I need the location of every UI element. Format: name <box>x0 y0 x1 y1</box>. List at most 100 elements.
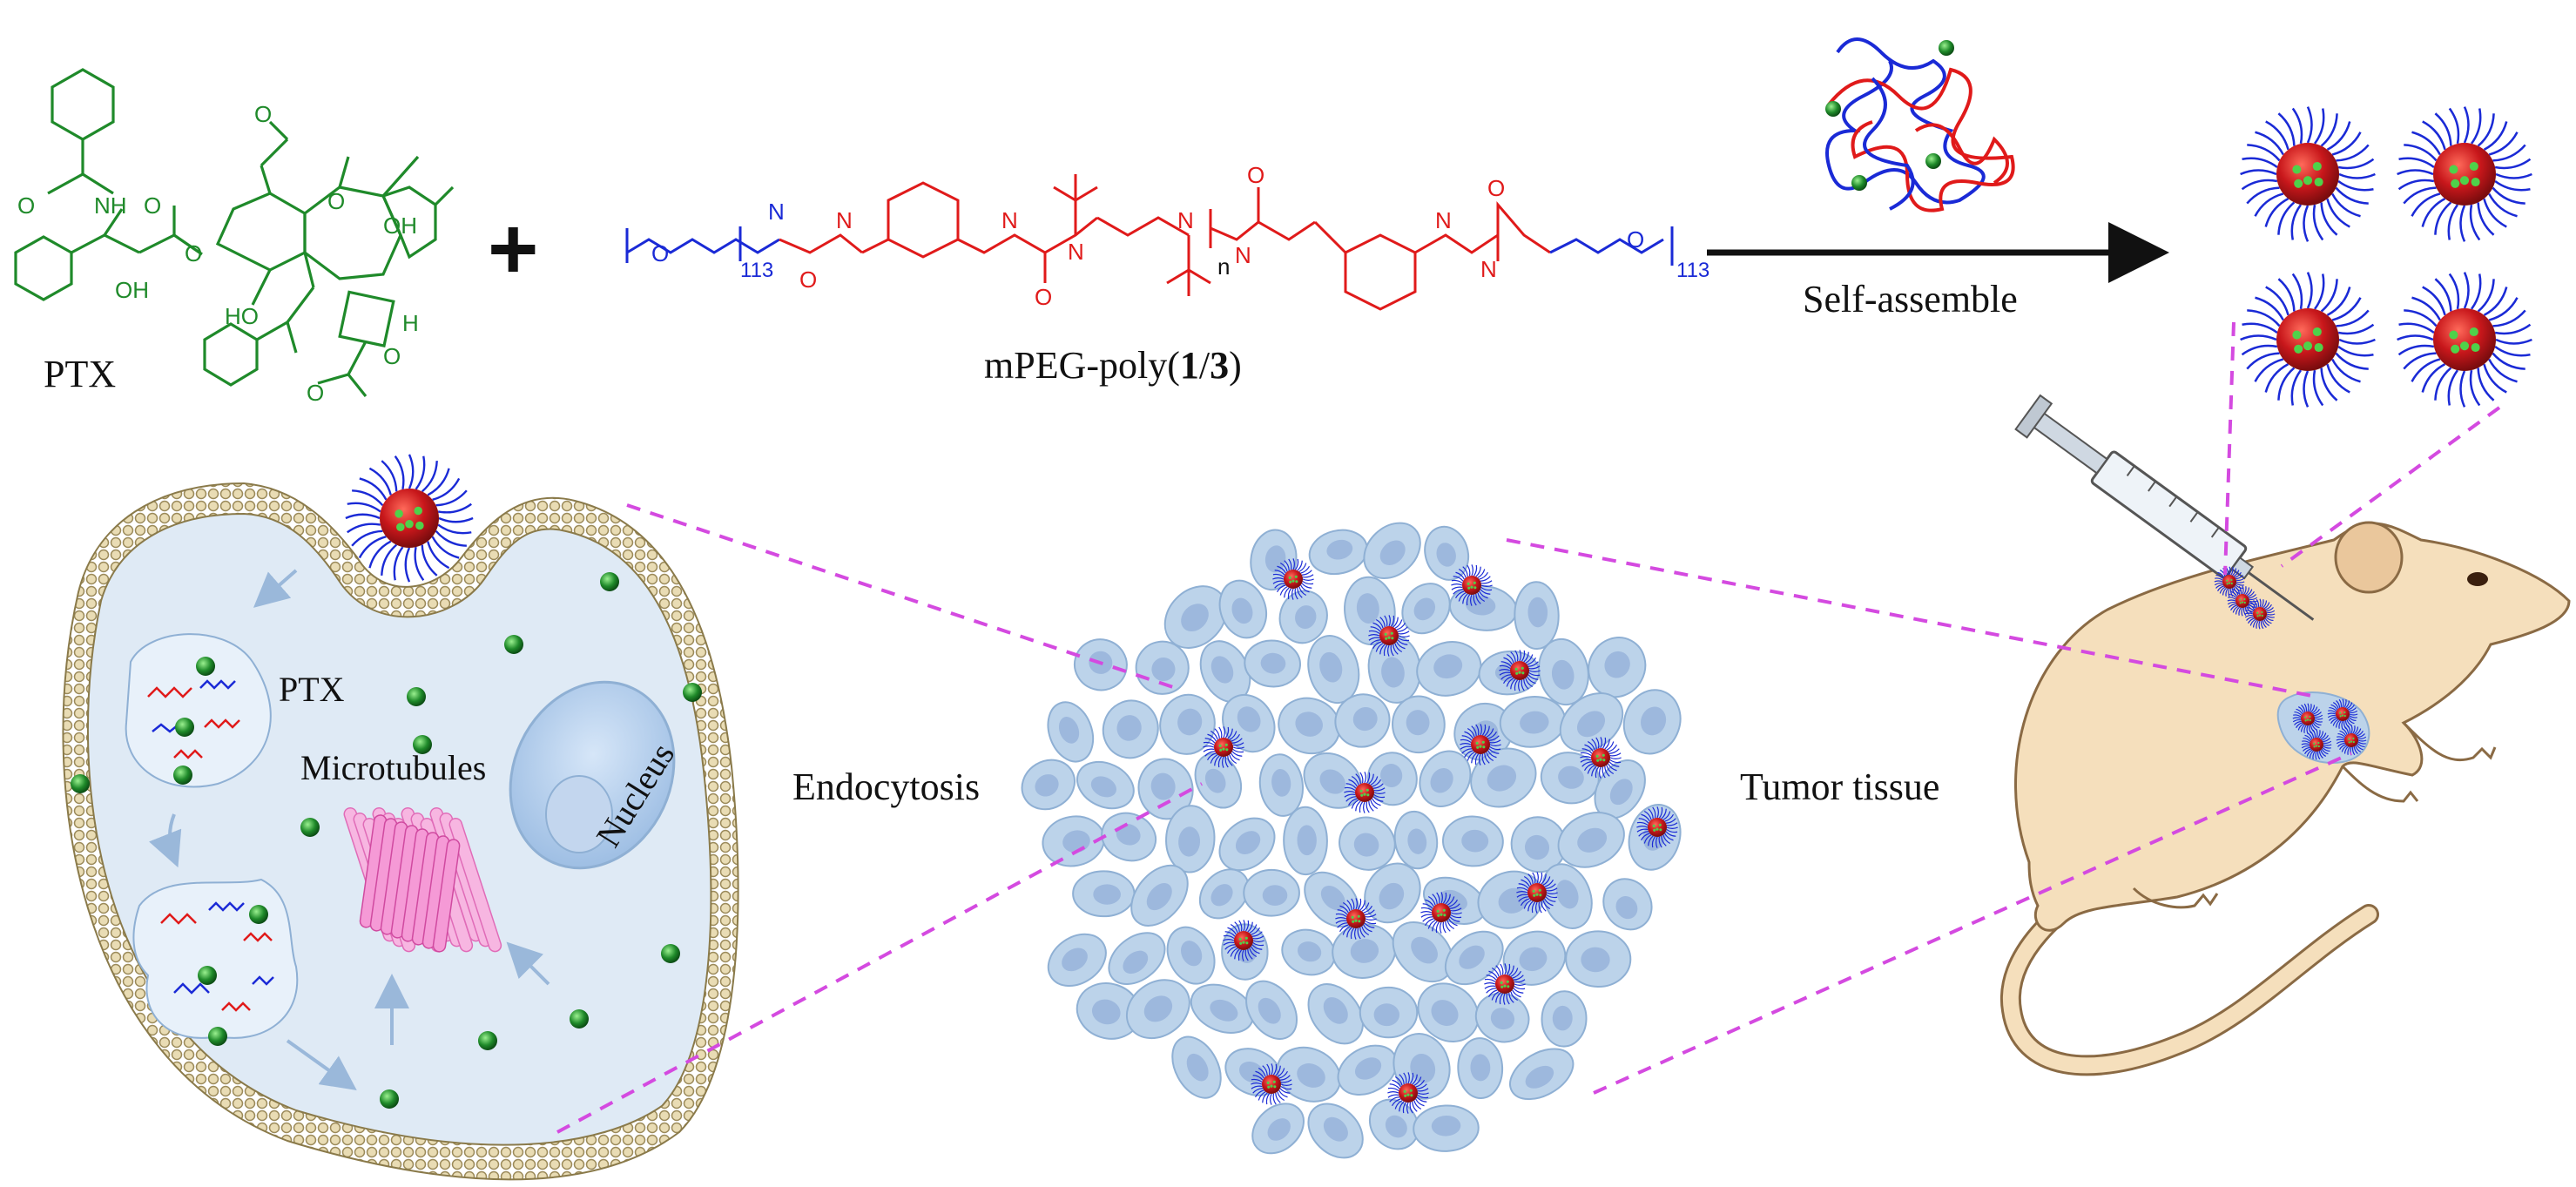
peg-repeat-left: 113 <box>740 259 773 282</box>
cell-pathway-arrows <box>149 569 550 1090</box>
polymer-label-3: 3 <box>1210 344 1230 387</box>
atom-o-bottom: O <box>307 380 324 406</box>
micelle-icon <box>1387 1072 1429 1114</box>
micelle-icon <box>1451 564 1493 606</box>
ptx-bead-icon <box>1925 153 1941 169</box>
ptx-bead-icon <box>600 572 619 591</box>
ptx-bead-icon <box>175 718 194 737</box>
micelle-icon <box>2240 272 2376 408</box>
mouse-ear <box>2334 521 2404 594</box>
polymer-atom-labels: O 113 N O N N O N N n O N N O N O 113 <box>651 162 1709 310</box>
plus-sign: + <box>488 200 538 298</box>
ptx-bead-icon <box>173 765 192 785</box>
poly-repeat-n: n <box>1217 253 1230 280</box>
ptx-bead-icon <box>504 635 523 654</box>
atom-n-6: N <box>1235 242 1251 268</box>
mouse-hind-paw <box>2132 887 2219 909</box>
micelle-icon <box>1460 724 1501 765</box>
ptx-bead-icon <box>1851 175 1867 191</box>
endosome-polymer-chains <box>147 679 274 1012</box>
cell <box>62 482 739 1181</box>
ptx-structure <box>14 68 455 397</box>
atom-o-urea-2: O <box>1035 284 1052 310</box>
ptx-bead-icon <box>196 657 215 676</box>
atom-o-urea-1: O <box>799 266 817 293</box>
micelle-icon <box>1580 737 1622 779</box>
polymer-structure <box>625 174 1674 311</box>
syringe-icon <box>2014 394 2315 621</box>
ptx-bead-icon <box>413 735 432 754</box>
atom-oh-core: OH <box>383 212 417 239</box>
nucleus-icon <box>509 680 676 870</box>
polymer-label-1: 1 <box>1179 344 1199 387</box>
ptx-bead-icon <box>407 687 426 706</box>
micelle-icon <box>1335 898 1377 940</box>
self-assemble-label: Self-assemble <box>1803 278 2018 320</box>
atom-n-8: N <box>1480 256 1497 282</box>
atom-o-acetyl: O <box>254 101 272 127</box>
atom-o-ketone: O <box>327 188 345 214</box>
micelle-icon <box>1272 558 1314 600</box>
polymer-label-slash: / <box>1198 344 1210 387</box>
atom-o-benzoyl: O <box>17 192 35 219</box>
micelle-icon <box>1420 892 1462 934</box>
micelle-icon <box>1636 806 1678 848</box>
micelle-icon <box>1516 872 1558 914</box>
cell-ptx-label: PTX <box>279 670 345 709</box>
micelle-icon <box>345 454 474 583</box>
micelle-icon <box>2240 106 2376 242</box>
micelle-icon <box>2336 725 2367 756</box>
polymer-label-suffix: ) <box>1229 344 1242 387</box>
atom-n-1: N <box>768 199 785 225</box>
atom-o-peg-left: O <box>651 240 669 266</box>
micelle-icon <box>1368 615 1410 657</box>
micelle-group <box>1825 40 2532 408</box>
atom-h-core: H <box>402 310 419 336</box>
ptx-bead-icon <box>71 774 90 793</box>
ptx-bead-icon <box>208 1027 227 1046</box>
polymer-label: mPEG-poly(1/3) <box>984 347 1242 385</box>
micelle-icon <box>2244 598 2276 630</box>
ptx-bead-icon <box>661 944 680 963</box>
atom-n-5: N <box>1177 207 1194 233</box>
atom-n-7: N <box>1435 207 1452 233</box>
micelle-icon <box>2301 729 2332 760</box>
tumor-tissue-label: Tumor tissue <box>1740 765 1940 808</box>
micelle-icon <box>2397 106 2532 242</box>
micelle-icon <box>2292 703 2323 734</box>
micelle-icon <box>1251 1063 1292 1105</box>
microtubules-label: Microtubules <box>300 748 487 787</box>
microtubule-icon <box>343 806 502 953</box>
ptx-bead-group <box>71 572 702 1109</box>
micelle-icon <box>1344 772 1386 813</box>
ptx-bead-icon <box>300 818 320 837</box>
atom-n-3: N <box>1001 207 1018 233</box>
ptx-bead-icon <box>249 905 268 924</box>
mouse-back-foot <box>2341 765 2419 803</box>
atom-o-ester: O <box>144 192 161 219</box>
atom-oh-sidechain: OH <box>115 277 149 303</box>
atom-n-4: N <box>1068 239 1084 265</box>
atom-o-urea-3: O <box>1247 162 1264 188</box>
ptx-atom-labels: O NH O OH O O O OH HO H O O <box>17 101 419 406</box>
peg-repeat-right: 113 <box>1676 259 1709 282</box>
atom-o-urea-4: O <box>1487 175 1505 201</box>
micelle-icon <box>1499 650 1541 691</box>
mouse-icon <box>1999 521 2571 1076</box>
micelle-icon <box>2327 698 2358 730</box>
ptx-bead-icon <box>1825 101 1841 117</box>
ptx-label: PTX <box>44 353 117 395</box>
atom-o-ring: O <box>185 240 202 266</box>
endocytosis-label: Endocytosis <box>792 765 981 808</box>
micelle-icon <box>1203 726 1244 768</box>
atom-o-oxetane: O <box>383 343 401 369</box>
ptx-bead-icon <box>380 1089 399 1109</box>
atom-o-peg-right: O <box>1627 226 1644 253</box>
micelle-icon <box>2397 272 2532 408</box>
membrane-micelle <box>345 454 474 583</box>
atom-ho-core: HO <box>225 303 259 329</box>
ptx-bead-icon <box>478 1031 497 1050</box>
mouse-front-paw <box>2402 721 2497 762</box>
mouse-eye <box>2467 572 2488 586</box>
